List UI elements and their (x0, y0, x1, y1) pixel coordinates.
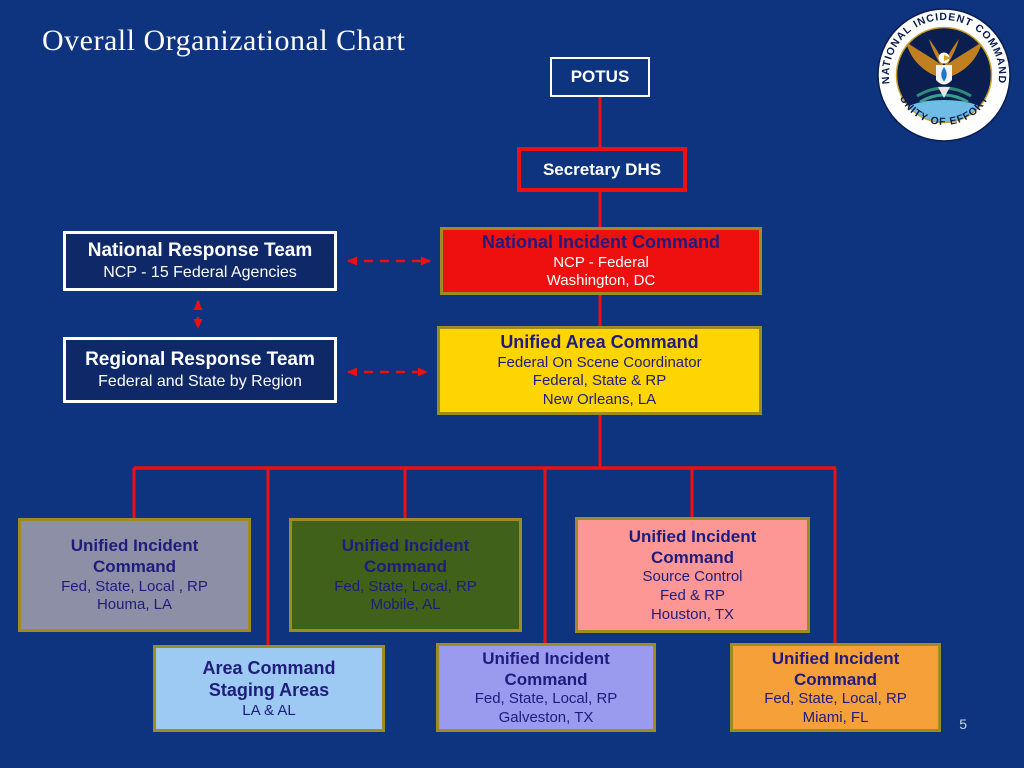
box-unified-incident-command-miami: Unified Incident Command Fed, State, Loc… (730, 643, 941, 732)
box-national-incident-command: National Incident Command NCP - Federal … (440, 227, 762, 295)
box-detail: Fed, State, Local , RP (61, 577, 208, 595)
box-detail: Miami, FL (802, 708, 869, 726)
box-area-command-staging-areas: Area Command Staging Areas LA & AL (153, 645, 385, 732)
box-detail: Fed, State, Local, RP (334, 577, 477, 595)
box-detail: New Orleans, LA (542, 391, 657, 409)
box-title: Unified Incident Command (628, 526, 757, 567)
box-title: Unified Area Command (500, 332, 699, 353)
box-potus: POTUS (550, 57, 650, 97)
box-unified-area-command: Unified Area Command Federal On Scene Co… (437, 326, 762, 415)
box-title: Secretary DHS (542, 159, 662, 179)
box-detail: LA & AL (242, 701, 296, 719)
page-number: 5 (959, 716, 967, 732)
box-detail: Federal On Scene Coordinator (497, 353, 702, 371)
page-title: Overall Organizational Chart (42, 24, 406, 57)
box-title: Regional Response Team (85, 349, 315, 371)
box-unified-incident-command-mobile: Unified Incident Command Fed, State, Loc… (289, 518, 522, 632)
box-unified-incident-command-houston: Unified Incident Command Source Control … (575, 517, 810, 633)
box-detail: Fed & RP (659, 586, 726, 604)
box-detail: Source Control (642, 568, 743, 586)
box-detail: Galveston, TX (498, 708, 594, 726)
box-title: POTUS (570, 67, 630, 87)
box-title: Area Command Staging Areas (202, 657, 336, 701)
box-title: Unified Incident Command (771, 648, 900, 689)
box-title: Unified Incident Command (341, 536, 470, 577)
box-detail: NCP - Federal (553, 253, 649, 271)
box-national-response-team: National Response Team NCP - 15 Federal … (63, 231, 337, 291)
box-detail: Houma, LA (96, 596, 173, 614)
box-detail: Fed, State, Local, RP (764, 690, 907, 707)
box-title: National Incident Command (481, 232, 721, 252)
box-detail: NCP - 15 Federal Agencies (103, 263, 297, 281)
box-detail: Houston, TX (650, 605, 735, 623)
box-title: National Response Team (87, 240, 313, 262)
box-title: Unified Incident Command (70, 536, 199, 577)
box-detail: Washington, DC (546, 272, 656, 290)
box-detail: Federal, State & RP (532, 372, 667, 390)
box-secretary-dhs: Secretary DHS (517, 147, 687, 192)
box-regional-response-team: Regional Response Team Federal and State… (63, 337, 337, 403)
box-unified-incident-command-galveston: Unified Incident Command Fed, State, Loc… (436, 643, 656, 732)
national-incident-command-seal-icon: NATIONAL INCIDENT COMMAND UNITY OF EFFOR… (877, 8, 1011, 142)
box-unified-incident-command-houma: Unified Incident Command Fed, State, Loc… (18, 518, 251, 632)
box-detail: Mobile, AL (370, 596, 441, 614)
box-title: Unified Incident Command (482, 648, 610, 689)
box-detail: Fed, State, Local, RP (474, 690, 618, 707)
box-detail: Federal and State by Region (98, 372, 302, 390)
